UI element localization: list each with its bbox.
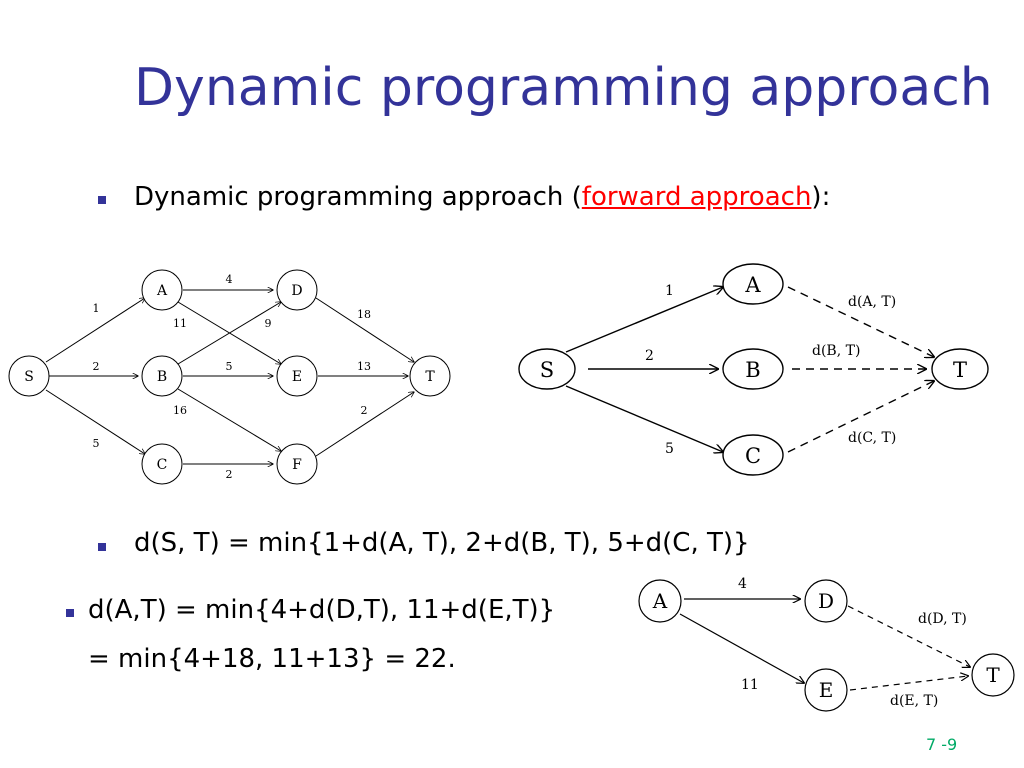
sub-edge-D-T	[847, 605, 970, 667]
stage-weight-S-C: 5	[665, 441, 674, 457]
sub-node-label-D: D	[818, 589, 834, 613]
edge-B-D	[177, 302, 281, 365]
sub-node-A	[638, 579, 682, 623]
node-label-D: D	[291, 283, 302, 299]
edge-F-T	[315, 392, 414, 457]
weight-F-T: 2	[361, 404, 368, 417]
edge-B-F	[177, 388, 281, 451]
weight-S-B: 2	[93, 360, 100, 373]
equation-dat: d(A,T) = min{4+d(D,T), 11+d(E,T)}	[88, 595, 556, 625]
sub-node-label-A: A	[652, 589, 668, 613]
sub-node-T	[971, 653, 1015, 697]
stage-node-A	[722, 263, 784, 305]
bullet-text-prefix: Dynamic programming approach (	[134, 182, 582, 212]
stage-node-label-S: S	[540, 358, 554, 382]
sub-node-D	[804, 579, 848, 623]
weight-D-T: 18	[357, 308, 371, 321]
bullet-forward-approach: Dynamic programming approach (forward ap…	[134, 182, 830, 212]
node-S	[8, 355, 50, 397]
node-E	[276, 355, 318, 397]
weight-S-C: 5	[93, 437, 100, 450]
weight-B-F: 16	[173, 404, 187, 417]
sub-node-label-E: E	[819, 678, 834, 702]
node-A	[141, 269, 183, 311]
graph-full: S A B C D E F T 1 2 5 4 11 9 5 16 2 18 1…	[8, 269, 451, 485]
weight-A-E: 11	[173, 317, 187, 330]
bullet-marker	[98, 196, 106, 204]
graph-stage: S A B C T 1 2 5 d(A, T) d(B, T) d(C, T)	[518, 263, 989, 476]
node-label-B: B	[157, 369, 167, 385]
sub-edge-E-T	[849, 676, 968, 691]
stage-node-label-A: A	[744, 273, 761, 297]
node-label-S: S	[24, 369, 34, 385]
stage-edge-S-C	[565, 385, 723, 452]
sub-weight-A-E: 11	[741, 677, 759, 693]
node-label-A: A	[156, 283, 168, 299]
node-label-C: C	[157, 457, 168, 473]
weight-S-A: 1	[93, 302, 100, 315]
stage-node-label-B: B	[745, 358, 760, 382]
node-label-E: E	[292, 369, 302, 385]
stage-node-label-T: T	[953, 358, 967, 382]
stage-weight-S-B: 2	[645, 348, 654, 364]
sub-weight-A-D: 4	[738, 576, 747, 592]
stage-label-C-T: d(C, T)	[848, 430, 896, 446]
equation-dat-result: = min{4+18, 11+13} = 22.	[88, 644, 456, 674]
stage-node-B	[722, 348, 784, 390]
node-F	[276, 443, 318, 485]
graph-sub: A D E T 4 11 d(D, T) d(E, T)	[638, 576, 1015, 712]
edge-S-C	[45, 389, 145, 454]
stage-weight-S-A: 1	[665, 283, 674, 299]
weight-B-E: 5	[226, 360, 233, 373]
stage-node-T	[931, 348, 989, 390]
sub-label-E-T: d(E, T)	[890, 693, 938, 709]
forward-approach-link[interactable]: forward approach	[581, 182, 812, 212]
bullet-marker	[98, 543, 106, 551]
stage-edge-S-A	[565, 287, 723, 353]
stage-node-label-C: C	[745, 444, 761, 468]
node-label-T: T	[425, 369, 435, 385]
equation-dst: d(S, T) = min{1+d(A, T), 2+d(B, T), 5+d(…	[134, 528, 750, 558]
page-number: 7 -9	[926, 735, 958, 754]
node-label-F: F	[292, 457, 302, 473]
edge-D-T	[315, 297, 414, 362]
node-D	[276, 269, 318, 311]
stage-label-A-T: d(A, T)	[848, 294, 896, 310]
node-B	[141, 355, 183, 397]
slide-title: Dynamic programming approach	[134, 58, 993, 118]
weight-B-D: 9	[265, 317, 272, 330]
sub-edge-A-E	[679, 613, 804, 683]
node-T	[409, 355, 451, 397]
stage-node-S	[518, 348, 576, 390]
weight-A-D: 4	[226, 273, 233, 286]
edge-S-A	[45, 298, 145, 363]
node-C	[141, 443, 183, 485]
sub-node-label-T: T	[986, 663, 1000, 687]
weight-E-T: 13	[357, 360, 371, 373]
bullet-marker	[66, 609, 74, 617]
stage-label-B-T: d(B, T)	[812, 343, 860, 359]
sub-label-D-T: d(D, T)	[918, 611, 967, 627]
weight-C-F: 2	[226, 468, 233, 481]
stage-node-C	[722, 434, 784, 476]
sub-node-E	[804, 668, 848, 712]
bullet-text-suffix: ):	[811, 182, 831, 212]
